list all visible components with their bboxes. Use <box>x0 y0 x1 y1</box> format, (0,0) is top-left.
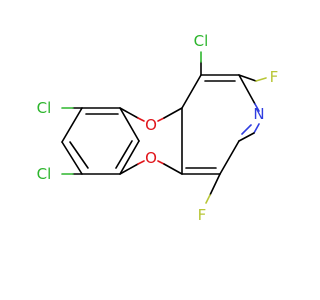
bond <box>181 74 202 109</box>
bond <box>238 74 256 105</box>
chlorine-label: Cl <box>37 165 52 183</box>
bond <box>163 163 183 175</box>
benzene-ring <box>61 107 140 175</box>
bond <box>69 141 89 169</box>
atom-labels: Cl F N F O O Cl Cl <box>37 32 279 224</box>
fluorine-label: F <box>198 206 207 224</box>
dioxin-ring <box>119 107 183 175</box>
bond <box>209 173 221 196</box>
substituent-bonds <box>61 51 267 204</box>
bond <box>219 140 240 175</box>
bond <box>253 123 260 134</box>
bond <box>137 117 145 122</box>
pyridine-ring <box>181 74 260 175</box>
oxygen-label: O <box>145 116 157 134</box>
bond <box>157 160 165 165</box>
oxygen-label: O <box>145 149 157 167</box>
bond <box>163 107 183 119</box>
bond <box>238 74 257 82</box>
bond <box>254 103 260 112</box>
bond <box>137 160 145 165</box>
bond <box>115 140 133 169</box>
fluorine-label: F <box>270 68 279 86</box>
bond <box>61 141 83 175</box>
bond <box>119 107 139 119</box>
nitrogen-label: N <box>253 105 264 123</box>
molecule-svg: Cl F N F O O Cl Cl <box>37 32 279 224</box>
bond <box>61 107 83 143</box>
bond <box>241 124 252 135</box>
bond <box>238 132 255 142</box>
bond <box>157 117 165 122</box>
bond <box>205 194 211 204</box>
chlorine-label: Cl <box>194 32 209 50</box>
chlorine-label: Cl <box>37 99 52 117</box>
bond <box>255 77 267 82</box>
bond <box>119 163 139 175</box>
bond <box>119 107 140 142</box>
molecule-structure-diagram: Cl F N F O O Cl Cl <box>36 32 279 224</box>
bond <box>119 140 140 175</box>
